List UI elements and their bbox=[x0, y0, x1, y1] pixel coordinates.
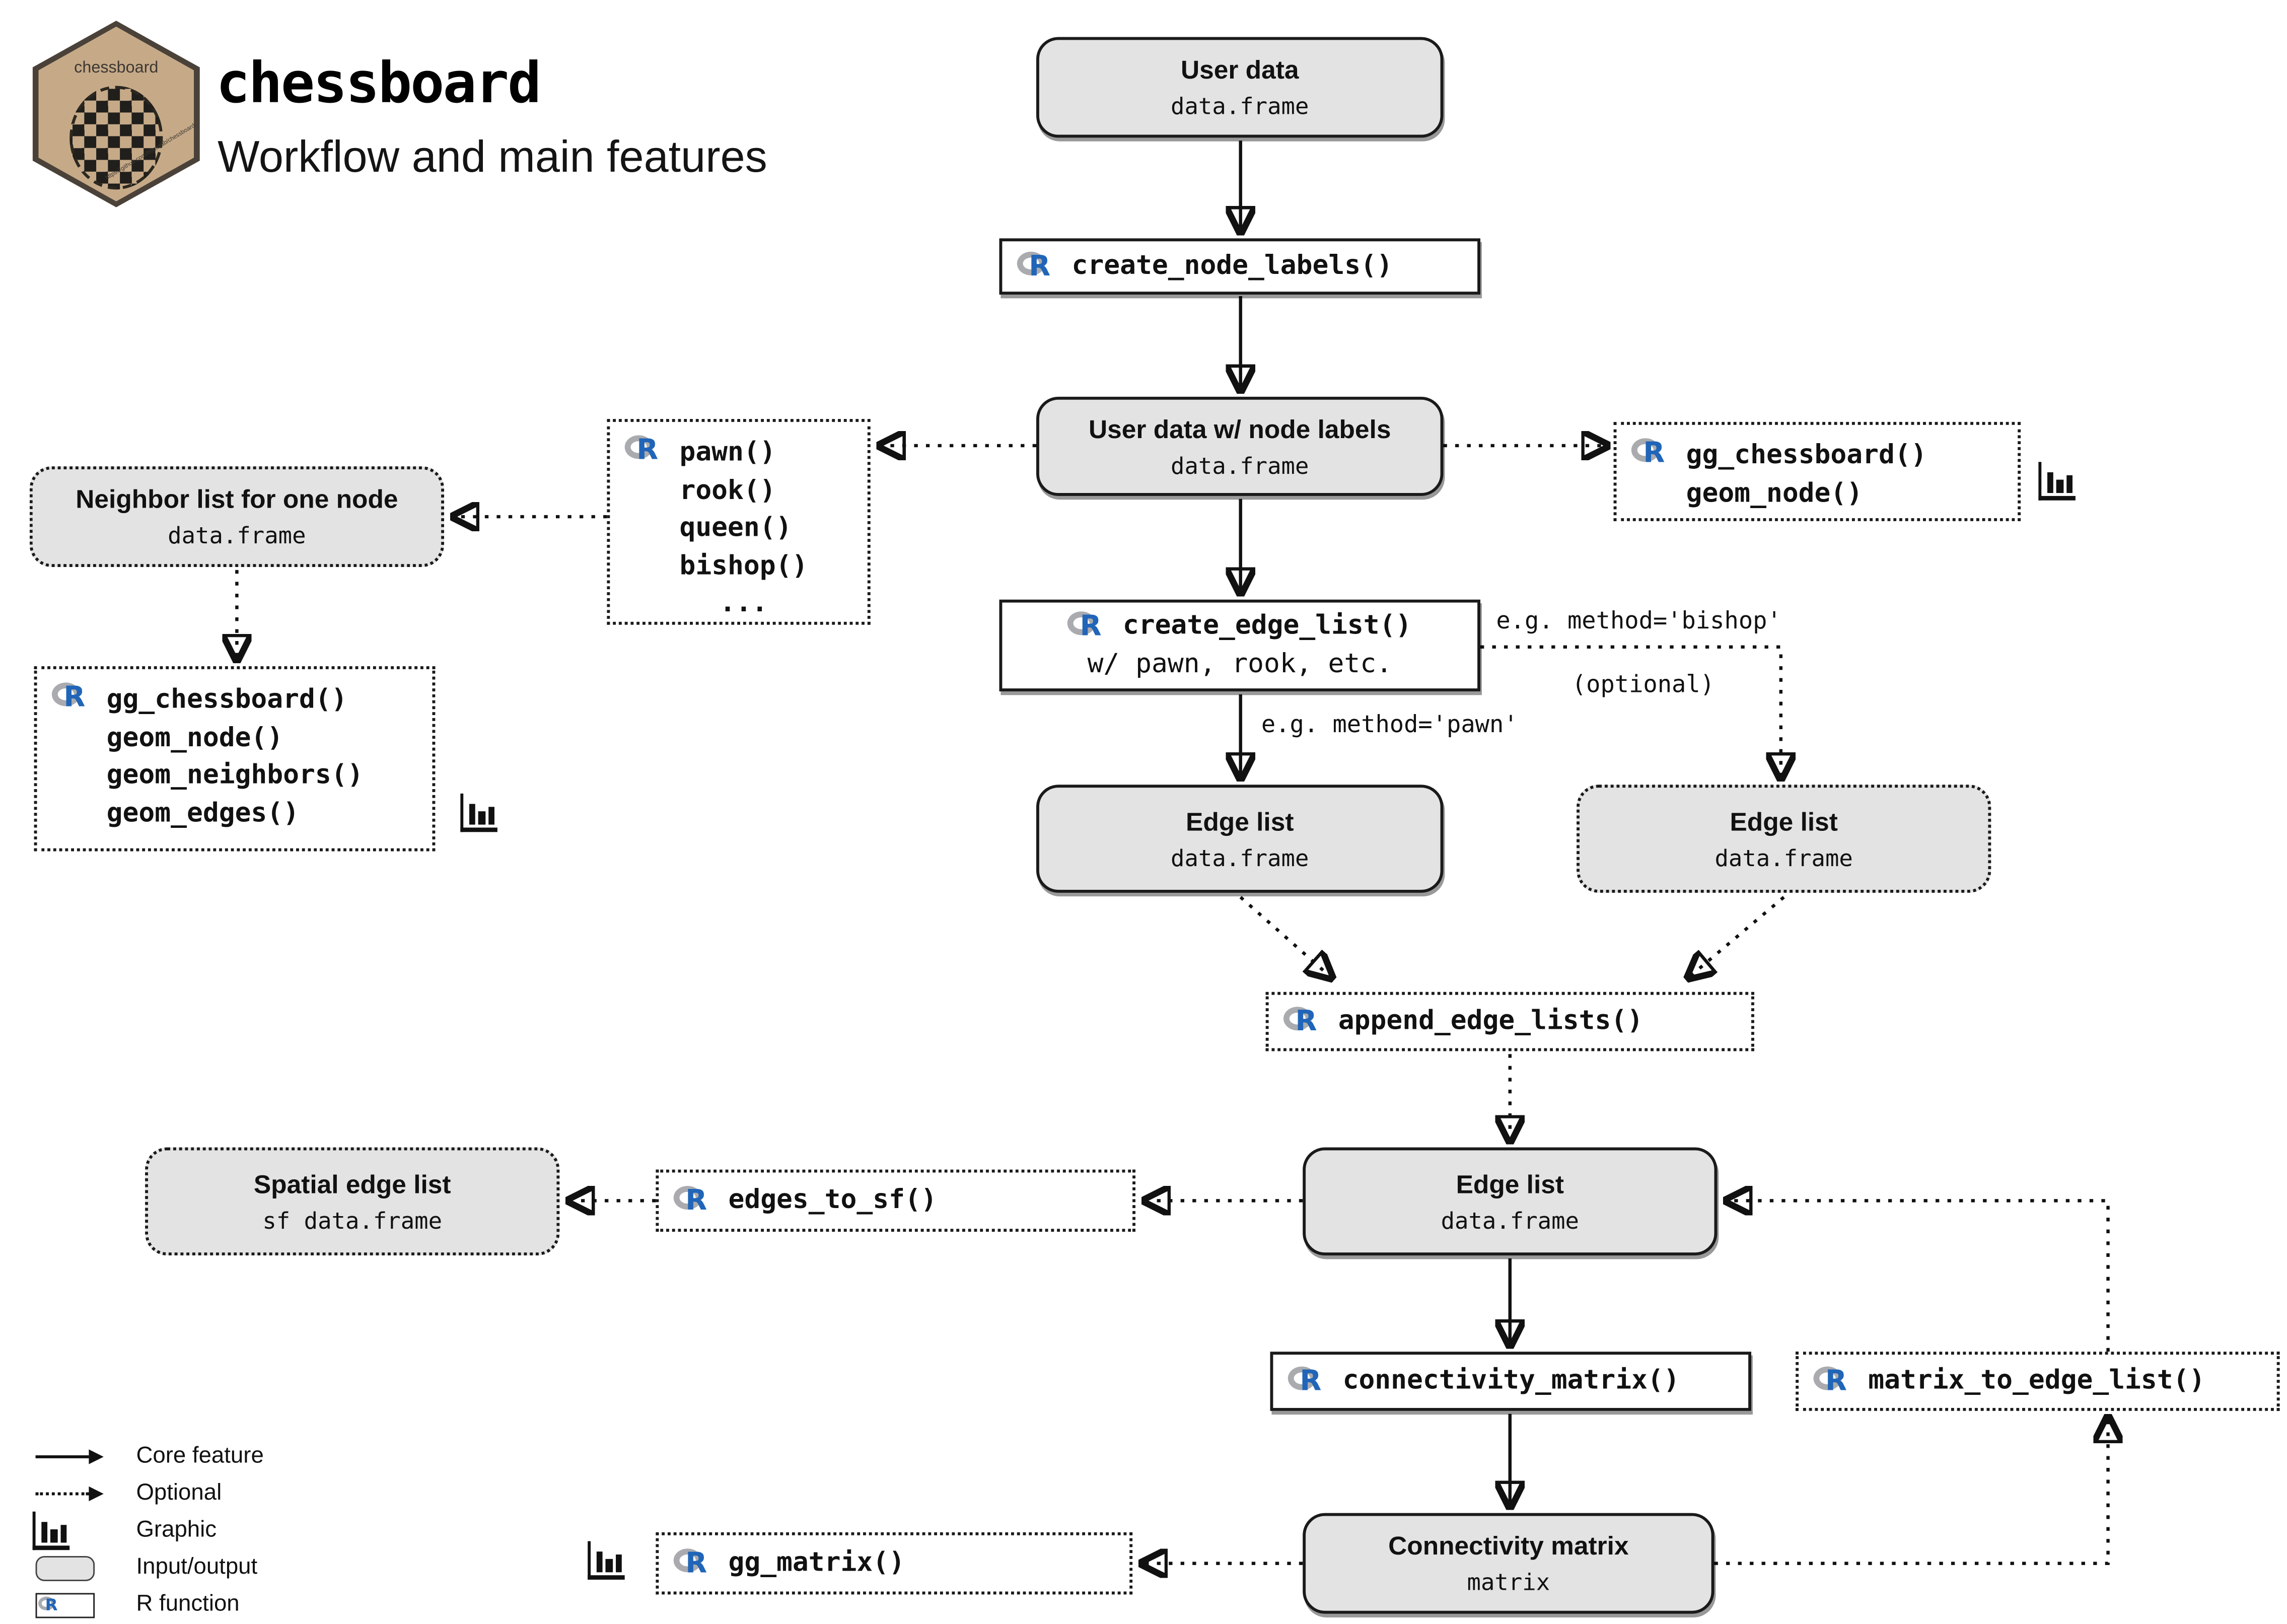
r-logo-icon: R bbox=[1813, 1364, 1855, 1398]
function-label: rook() bbox=[679, 474, 776, 506]
legend-label: Graphic bbox=[136, 1517, 217, 1543]
r-logo-icon: R bbox=[624, 434, 666, 468]
node-subtitle: data.frame bbox=[1171, 844, 1309, 872]
node-title: Edge list bbox=[1730, 806, 1838, 836]
node-title: Connectivity matrix bbox=[1388, 1530, 1629, 1561]
r-logo-icon: R bbox=[1283, 1005, 1325, 1039]
legend: Core feature Optional Graphic Input/outp… bbox=[32, 1439, 264, 1623]
function-label: gg_chessboard() bbox=[1686, 440, 1927, 471]
package-hex-logo: chessboard https://github.com/frbcesab/c… bbox=[32, 21, 200, 207]
arrow-method-bishop-to-edge-list-optional bbox=[1480, 645, 1781, 778]
function-label: geom_node() bbox=[1686, 477, 1863, 509]
node-title: User data w/ node labels bbox=[1089, 413, 1391, 444]
node-title: Edge list bbox=[1186, 806, 1294, 836]
node-connectivity-matrix-fn: R connectivity_matrix() bbox=[1270, 1352, 1752, 1411]
r-logo-icon: R bbox=[1288, 1364, 1329, 1398]
node-gg-chessboard-right: R gg_chessboard() geom_node() bbox=[1613, 421, 2021, 521]
bar-chart-icon bbox=[32, 1511, 70, 1550]
legend-item-graphic: Graphic bbox=[32, 1511, 264, 1550]
r-logo-icon: R bbox=[1017, 249, 1058, 284]
node-user-data: User data data.frame bbox=[1036, 37, 1444, 138]
page-title: chessboard bbox=[216, 50, 541, 116]
node-edge-list-core: Edge list data.frame bbox=[1036, 785, 1444, 893]
node-append-edge-lists: R append_edge_lists() bbox=[1265, 992, 1754, 1051]
hex-logo-text: chessboard bbox=[74, 59, 159, 77]
function-label: pawn() bbox=[679, 437, 776, 468]
node-subtitle: data.frame bbox=[1171, 93, 1309, 120]
function-label: create_edge_list() bbox=[1122, 610, 1412, 642]
function-label: geom_edges() bbox=[106, 797, 300, 828]
node-edges-to-sf: R edges_to_sf() bbox=[656, 1169, 1135, 1232]
node-subtitle: sf data.frame bbox=[262, 1207, 443, 1234]
r-function-box-icon: R bbox=[35, 1592, 95, 1617]
node-subtitle: data.frame bbox=[168, 522, 306, 549]
node-edge-list-optional: Edge list data.frame bbox=[1577, 785, 1991, 893]
node-subtitle: data.frame bbox=[1441, 1207, 1579, 1234]
legend-item-io: Input/output bbox=[33, 1550, 264, 1586]
arrow-edge-list-optional-to-append bbox=[1689, 896, 1785, 977]
legend-label: R function bbox=[136, 1591, 240, 1617]
function-label: create_node_labels() bbox=[1071, 250, 1393, 281]
chessboard-knight-icon bbox=[69, 86, 163, 190]
graphic-icon bbox=[588, 1541, 625, 1580]
ellipsis-label: ... bbox=[720, 588, 768, 619]
function-label: matrix_to_edge_list() bbox=[1868, 1365, 2205, 1396]
arrow-matrix-to-edge-list-to-edge-list-main bbox=[1728, 1201, 2110, 1352]
node-subtitle: data.frame bbox=[1171, 452, 1309, 479]
legend-label: Optional bbox=[136, 1480, 222, 1506]
r-logo-icon: R bbox=[38, 1595, 62, 1614]
edge-label-optional: (optional) bbox=[1568, 670, 1718, 698]
edge-label-method-bishop: e.g. method='bishop' bbox=[1493, 606, 1784, 634]
arrow-connectivity-io-to-matrix-to-edge-list bbox=[1714, 1419, 2108, 1565]
function-sublabel: w/ pawn, rook, etc. bbox=[1087, 648, 1392, 680]
function-label: edges_to_sf() bbox=[728, 1184, 937, 1216]
edge-label-method-pawn: e.g. method='pawn' bbox=[1258, 710, 1521, 738]
graphic-icon bbox=[2038, 462, 2076, 501]
function-label: geom_neighbors() bbox=[106, 759, 364, 791]
legend-label: Input/output bbox=[136, 1555, 258, 1580]
function-label: connectivity_matrix() bbox=[1342, 1365, 1680, 1396]
node-piece-functions: R pawn() rook() queen() bishop() ... bbox=[607, 419, 871, 625]
legend-item-rfunction: R R function bbox=[33, 1587, 264, 1623]
node-neighbor-list: Neighbor list for one node data.frame bbox=[29, 466, 445, 568]
r-logo-icon: R bbox=[51, 681, 93, 715]
dotted-arrow-icon bbox=[35, 1486, 104, 1501]
node-gg-chessboard-left: R gg_chessboard() geom_node() geom_neigh… bbox=[34, 666, 436, 852]
node-gg-matrix: R gg_matrix() bbox=[656, 1532, 1133, 1595]
graphic-icon bbox=[460, 793, 497, 832]
r-logo-icon: R bbox=[673, 1546, 715, 1581]
solid-arrow-icon bbox=[35, 1449, 104, 1464]
function-label: gg_matrix() bbox=[728, 1547, 905, 1579]
r-logo-icon: R bbox=[673, 1184, 715, 1218]
function-label: append_edge_lists() bbox=[1338, 1005, 1643, 1036]
node-subtitle: data.frame bbox=[1714, 844, 1853, 872]
node-title: User data bbox=[1180, 54, 1299, 85]
legend-item-optional: Optional bbox=[33, 1476, 264, 1512]
r-logo-icon: R bbox=[1068, 609, 1109, 644]
legend-item-core: Core feature bbox=[33, 1439, 264, 1475]
node-create-node-labels: R create_node_labels() bbox=[999, 238, 1480, 295]
node-spatial-edge-list: Spatial edge list sf data.frame bbox=[145, 1147, 560, 1256]
node-title: Edge list bbox=[1456, 1169, 1564, 1198]
function-label: bishop() bbox=[679, 550, 808, 581]
function-label: queen() bbox=[679, 512, 792, 543]
io-box-icon bbox=[35, 1555, 95, 1581]
node-matrix-to-edge-list: R matrix_to_edge_list() bbox=[1796, 1352, 2280, 1411]
node-connectivity-matrix-io: Connectivity matrix matrix bbox=[1303, 1513, 1714, 1614]
page-subtitle: Workflow and main features bbox=[218, 133, 767, 182]
node-subtitle: matrix bbox=[1467, 1569, 1550, 1596]
node-title: Spatial edge list bbox=[253, 1169, 451, 1198]
node-edge-list-main: Edge list data.frame bbox=[1303, 1147, 1718, 1256]
function-label: gg_chessboard() bbox=[106, 684, 347, 716]
arrow-edge-list-core-to-append bbox=[1239, 896, 1331, 977]
legend-label: Core feature bbox=[136, 1443, 264, 1469]
node-title: Neighbor list for one node bbox=[76, 484, 398, 514]
node-user-data-labels: User data w/ node labels data.frame bbox=[1036, 396, 1444, 496]
function-label: geom_node() bbox=[106, 722, 283, 753]
node-create-edge-list: R create_edge_list() w/ pawn, rook, etc. bbox=[999, 599, 1480, 691]
r-logo-icon: R bbox=[1631, 437, 1673, 471]
